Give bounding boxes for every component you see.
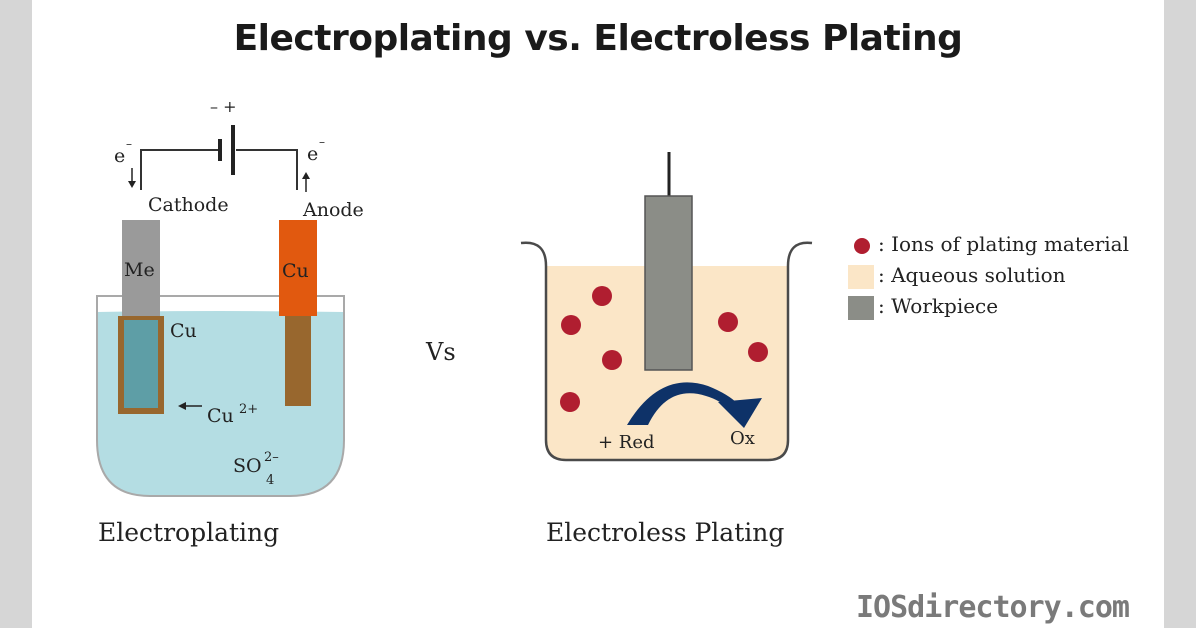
ion-particle	[718, 312, 738, 332]
electron-right-label: e	[307, 143, 318, 165]
anode-label: Anode	[302, 199, 364, 221]
legend-label: : Ions of plating material	[878, 232, 1129, 256]
electron-left-charge: –	[126, 137, 132, 151]
electroless-beaker	[520, 241, 813, 462]
electron-right-charge: –	[319, 135, 325, 149]
ion-particle	[602, 350, 622, 370]
redox-arrow	[627, 382, 738, 425]
electron-right-arrowhead	[302, 172, 310, 179]
ion-particle	[561, 315, 581, 335]
ox-label: Ox	[730, 428, 755, 449]
cathode-electrode	[122, 220, 160, 316]
anode-submerged	[285, 316, 311, 406]
ion-charge: 2+	[239, 402, 258, 417]
ion-label: Cu	[207, 405, 234, 427]
cathode-metal-label: Me	[124, 259, 155, 281]
ion-particle	[748, 342, 768, 362]
anode-electrode	[279, 220, 317, 316]
electron-left-label: e	[114, 145, 125, 167]
battery-signs: – +	[210, 97, 237, 116]
workpiece-swatch-icon	[848, 296, 874, 320]
redox-arrowhead	[718, 398, 762, 428]
cathode-label: Cathode	[148, 194, 229, 216]
deposit-label: Cu	[170, 320, 197, 342]
cathode-submerged	[124, 320, 158, 408]
red-label: + Red	[598, 432, 655, 453]
sulfate-subscript: 4	[266, 473, 274, 488]
ion-arrowhead	[178, 402, 186, 410]
anode-metal-label: Cu	[282, 260, 309, 282]
circuit-wire	[140, 149, 298, 190]
electron-left-arrowhead	[128, 181, 136, 188]
ion-particle	[560, 392, 580, 412]
ion-particle	[592, 286, 612, 306]
sulfate-charge: 2–	[264, 450, 279, 465]
electroless-caption: Electroless Plating	[546, 518, 785, 547]
aqueous-swatch-icon	[848, 265, 874, 289]
ion-swatch-icon	[854, 238, 870, 254]
workpiece	[644, 195, 693, 371]
watermark: IOSdirectory.com	[856, 590, 1130, 625]
electroplating-beaker	[96, 295, 345, 497]
diagram-title: Electroplating vs. Electroless Plating	[233, 18, 963, 59]
electroplating-caption: Electroplating	[98, 518, 280, 547]
vs-label: Vs	[426, 338, 456, 366]
sulfate-label: SO	[233, 455, 262, 477]
legend-label: : Workpiece	[878, 294, 999, 318]
legend-label: : Aqueous solution	[878, 263, 1066, 287]
